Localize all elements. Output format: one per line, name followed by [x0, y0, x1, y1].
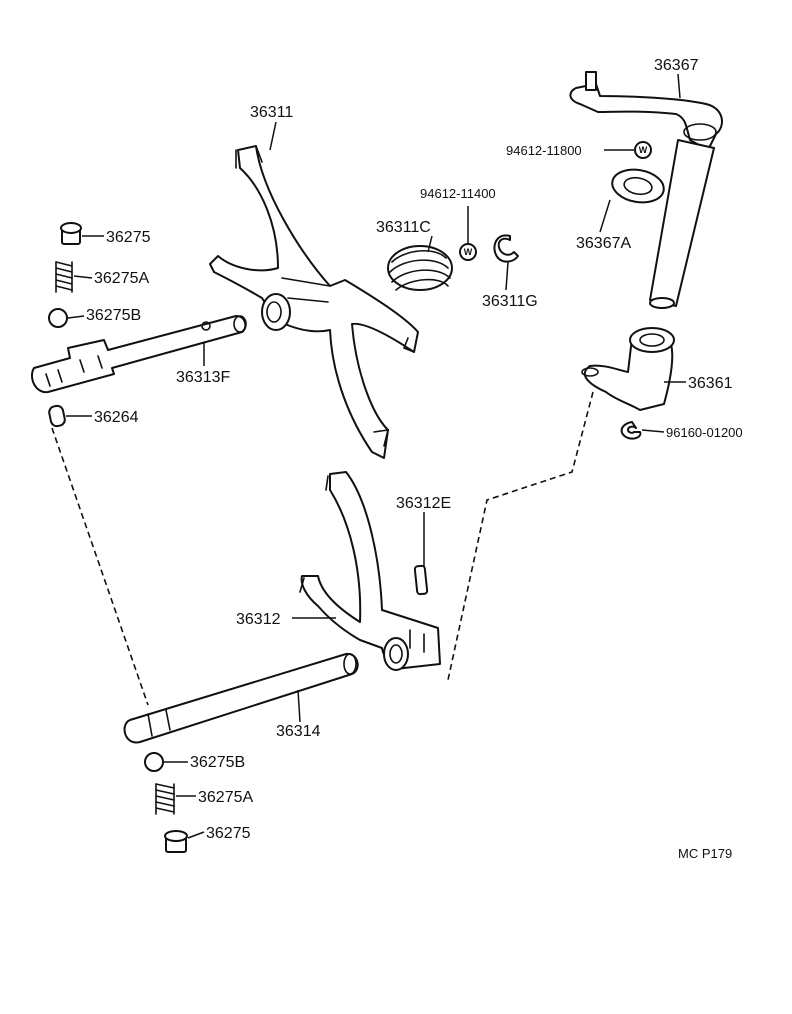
oil-seal-36367A — [611, 168, 665, 204]
washer-94612-11400: W — [459, 243, 477, 261]
spring-36275A-top — [55, 261, 73, 293]
label-36264: 36264 — [94, 409, 139, 426]
drawing-code: MC P179 — [678, 846, 732, 861]
leader-lines — [66, 73, 686, 839]
label-36275B-top: 36275B — [86, 307, 141, 324]
label-36312E: 36312E — [396, 495, 451, 512]
label-94612-11800: 94612-11800 — [506, 143, 582, 158]
label-36311C: 36311C — [376, 219, 431, 236]
label-36275-top: 36275 — [106, 229, 151, 246]
ball-36275B-bottom — [144, 752, 164, 772]
shift-lever-36367 — [569, 71, 723, 309]
snap-ring-36311G — [493, 234, 519, 263]
label-36361: 36361 — [688, 375, 733, 392]
label-36275A-bottom: 36275A — [198, 789, 253, 806]
label-96160-01200: 96160-01200 — [666, 425, 743, 440]
label-36313F: 36313F — [176, 369, 230, 386]
label-36367A: 36367A — [576, 235, 631, 252]
inner-lever-36361 — [581, 327, 675, 411]
label-36314: 36314 — [276, 723, 321, 740]
label-36311G: 36311G — [482, 293, 538, 310]
washer-94612-11800: W — [634, 141, 652, 159]
ball-36275B-top — [48, 308, 68, 328]
pin-36264 — [48, 404, 66, 428]
e-ring-96160-01200 — [620, 421, 642, 440]
label-36275B-bottom: 36275B — [190, 754, 245, 771]
spring-36275A-bottom — [155, 783, 175, 815]
shift-fork-36311 — [209, 145, 419, 459]
washer-mark: W — [639, 145, 648, 155]
label-36311: 36311 — [250, 104, 293, 121]
label-36367: 36367 — [654, 57, 699, 74]
plug-36275-top — [60, 222, 82, 245]
shift-shaft-36313F — [30, 315, 247, 394]
label-36275A-top: 36275A — [94, 270, 149, 287]
label-36312: 36312 — [236, 611, 281, 628]
shift-shaft-36314 — [123, 652, 359, 744]
pin-36312E — [413, 564, 429, 596]
linkage-dashed-line — [51, 391, 594, 706]
label-36275-bottom: 36275 — [206, 825, 251, 842]
shift-fork-36312 — [299, 471, 441, 671]
plug-36275-bottom — [164, 830, 188, 853]
washer-mark: W — [464, 247, 473, 257]
spring-36311C — [387, 245, 453, 291]
label-94612-11400: 94612-11400 — [420, 186, 496, 201]
